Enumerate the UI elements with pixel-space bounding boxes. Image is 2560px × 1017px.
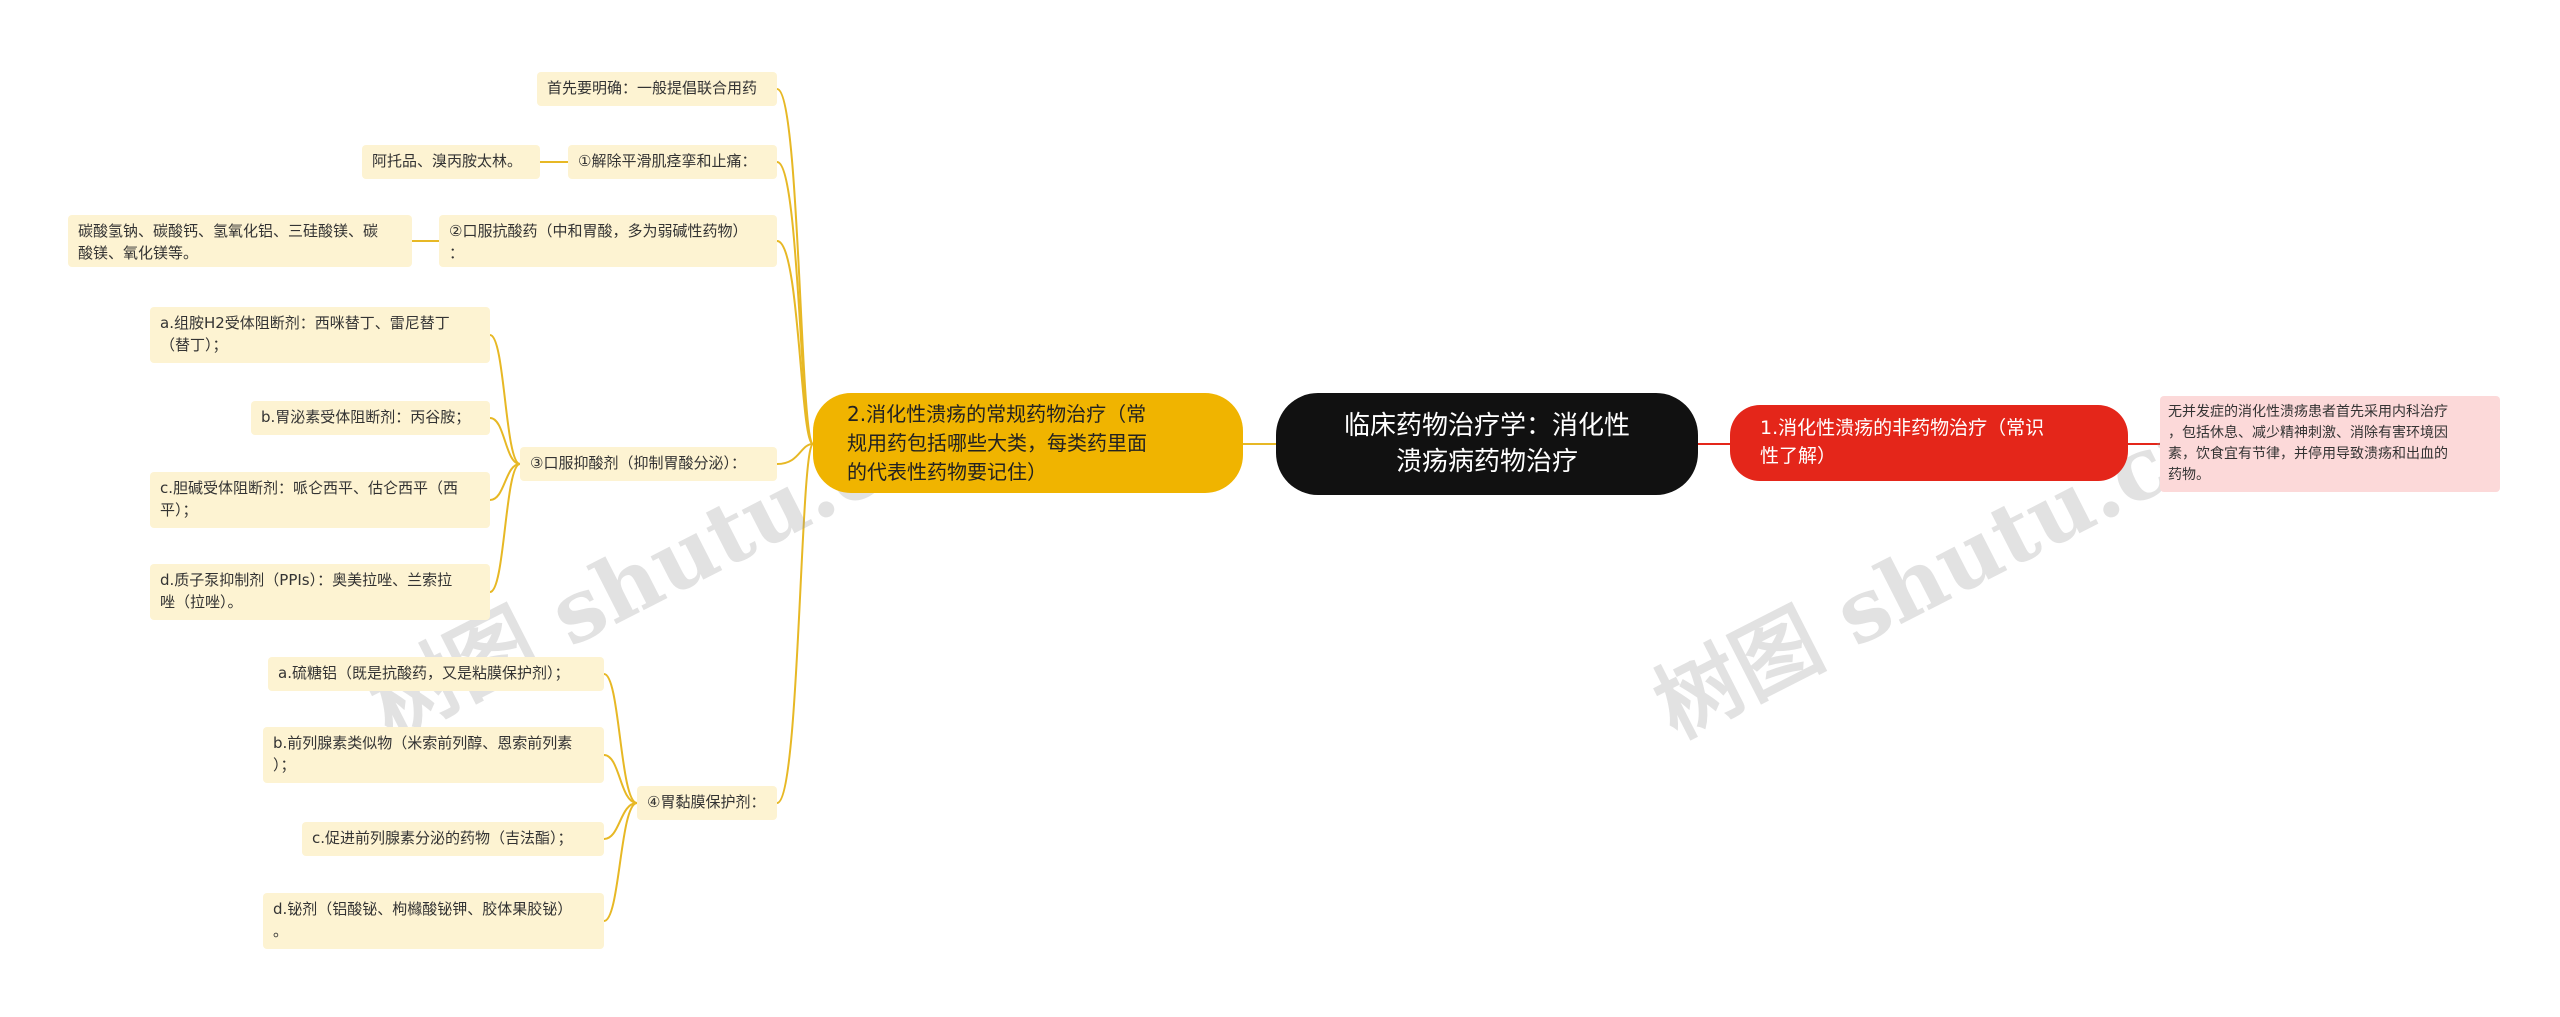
node-antispasmodic[interactable]: ①解除平滑肌痉挛和止痛： bbox=[568, 145, 777, 179]
node-antispasmodic-drugs[interactable]: 阿托品、溴丙胺太林。 bbox=[362, 145, 540, 179]
edge-trunk-0 bbox=[776, 88, 814, 445]
node-h2-blockers[interactable]: a.组胺H2受体阻断剂：西咪替丁、雷尼替丁 （替丁）； bbox=[150, 307, 490, 363]
non-drug-therapy-detail[interactable]: 无并发症的消化性溃疡患者首先采用内科治疗 ，包括休息、减少精神刺激、消除有害环境… bbox=[2160, 396, 2500, 492]
node-acid-suppressants[interactable]: ③口服抑酸剂（抑制胃酸分泌）： bbox=[520, 447, 777, 481]
edge-n4-child-2 bbox=[489, 463, 521, 501]
edge-n5-child-2 bbox=[603, 802, 638, 840]
edge-n5-child-1 bbox=[603, 754, 638, 804]
node-combination-therapy[interactable]: 首先要明确：一般提倡联合用药 bbox=[537, 72, 777, 106]
node-mucosal-protectants[interactable]: ④胃黏膜保护剂： bbox=[637, 786, 777, 820]
edge-n4-child-3 bbox=[489, 463, 521, 593]
branch-non-drug-therapy[interactable]: 1.消化性溃疡的非药物治疗（常识 性了解） bbox=[1730, 405, 2128, 481]
node-antacids[interactable]: ②口服抗酸药（中和胃酸，多为弱碱性药物） ： bbox=[439, 215, 777, 267]
edge-n4-child-0 bbox=[489, 334, 521, 465]
node-gefarnate[interactable]: c.促进前列腺素分泌的药物（吉法酯）； bbox=[302, 822, 604, 856]
edge-trunk-4 bbox=[776, 443, 814, 804]
node-cholinergic-blockers[interactable]: c.胆碱受体阻断剂：哌仑西平、估仑西平（西 平）； bbox=[150, 472, 490, 528]
edge-trunk-2 bbox=[776, 240, 814, 445]
node-sucralfate[interactable]: a.硫糖铝（既是抗酸药，又是粘膜保护剂）； bbox=[268, 657, 604, 691]
node-antacid-drugs[interactable]: 碳酸氢钠、碳酸钙、氢氧化铝、三硅酸镁、碳 酸镁、氧化镁等。 bbox=[68, 215, 412, 267]
branch-conventional-drug-therapy[interactable]: 2.消化性溃疡的常规药物治疗（常 规用药包括哪些大类，每类药里面 的代表性药物要… bbox=[813, 393, 1243, 493]
node-gastrin-blockers[interactable]: b.胃泌素受体阻断剂：丙谷胺； bbox=[251, 401, 490, 435]
root-topic[interactable]: 临床药物治疗学：消化性 溃疡病药物治疗 bbox=[1276, 393, 1698, 495]
node-prostaglandin-analogs[interactable]: b.前列腺素类似物（米索前列醇、恩索前列素 ）； bbox=[263, 727, 604, 783]
edge-n5-child-0 bbox=[603, 673, 638, 804]
edge-trunk-3 bbox=[776, 443, 814, 465]
edge-n5-child-3 bbox=[603, 802, 638, 922]
node-bismuth[interactable]: d.铋剂（铝酸铋、枸櫞酸铋钾、胶体果胶铋） 。 bbox=[263, 893, 604, 949]
node-ppis[interactable]: d.质子泵抑制剂（PPIs）：奥美拉唑、兰索拉 唑（拉唑）。 bbox=[150, 564, 490, 620]
edge-n4-child-1 bbox=[489, 417, 521, 465]
